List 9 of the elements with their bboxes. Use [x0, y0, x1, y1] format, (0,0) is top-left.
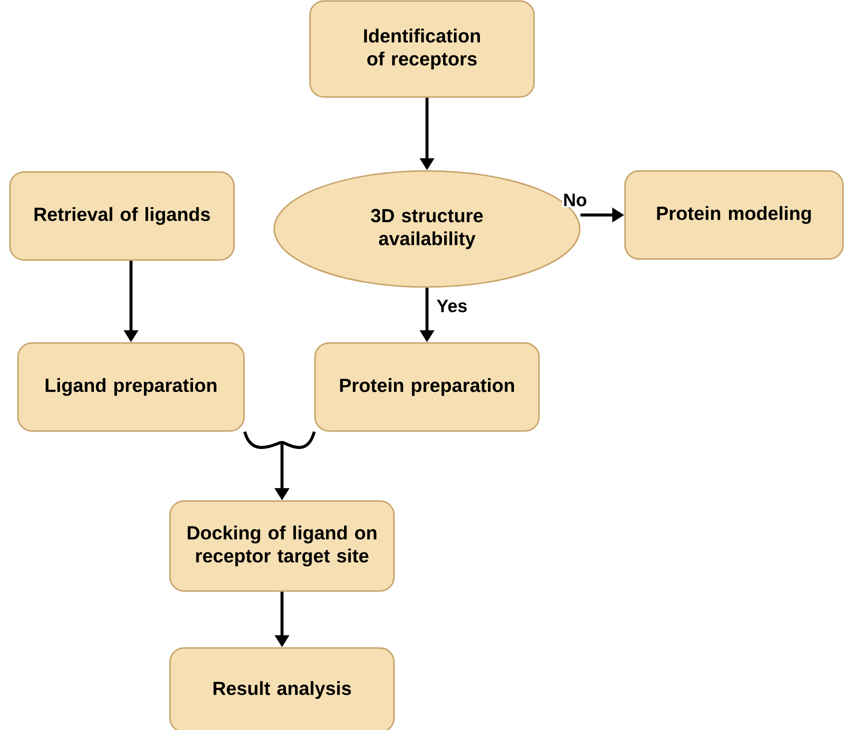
process-box: Identification of receptors [309, 0, 535, 98]
edge-label: No [562, 192, 588, 208]
process-box: Docking of ligand on receptor target site [169, 500, 395, 592]
process-box: Result analysis [169, 647, 395, 730]
process-box: Retrieval of ligands [9, 171, 235, 261]
edge-label: Yes [436, 298, 469, 314]
process-box: Protein modeling [624, 170, 844, 260]
process-box: Ligand preparation [17, 342, 245, 432]
process-box: Protein preparation [314, 342, 540, 432]
